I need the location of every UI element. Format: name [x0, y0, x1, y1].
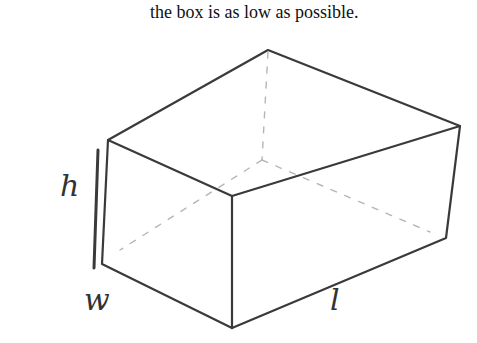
box-end-face: [102, 140, 232, 328]
height-mark: [94, 150, 98, 268]
hidden-edge: [120, 160, 262, 250]
box-top-face: [108, 50, 460, 196]
length-label: l: [330, 282, 340, 317]
note-text: the box is as low as possible.: [150, 2, 359, 23]
hidden-edge: [262, 52, 268, 160]
box-side-face: [232, 126, 460, 328]
width-label: w: [84, 282, 110, 317]
height-label: h: [60, 168, 79, 203]
hidden-edge: [262, 160, 430, 232]
